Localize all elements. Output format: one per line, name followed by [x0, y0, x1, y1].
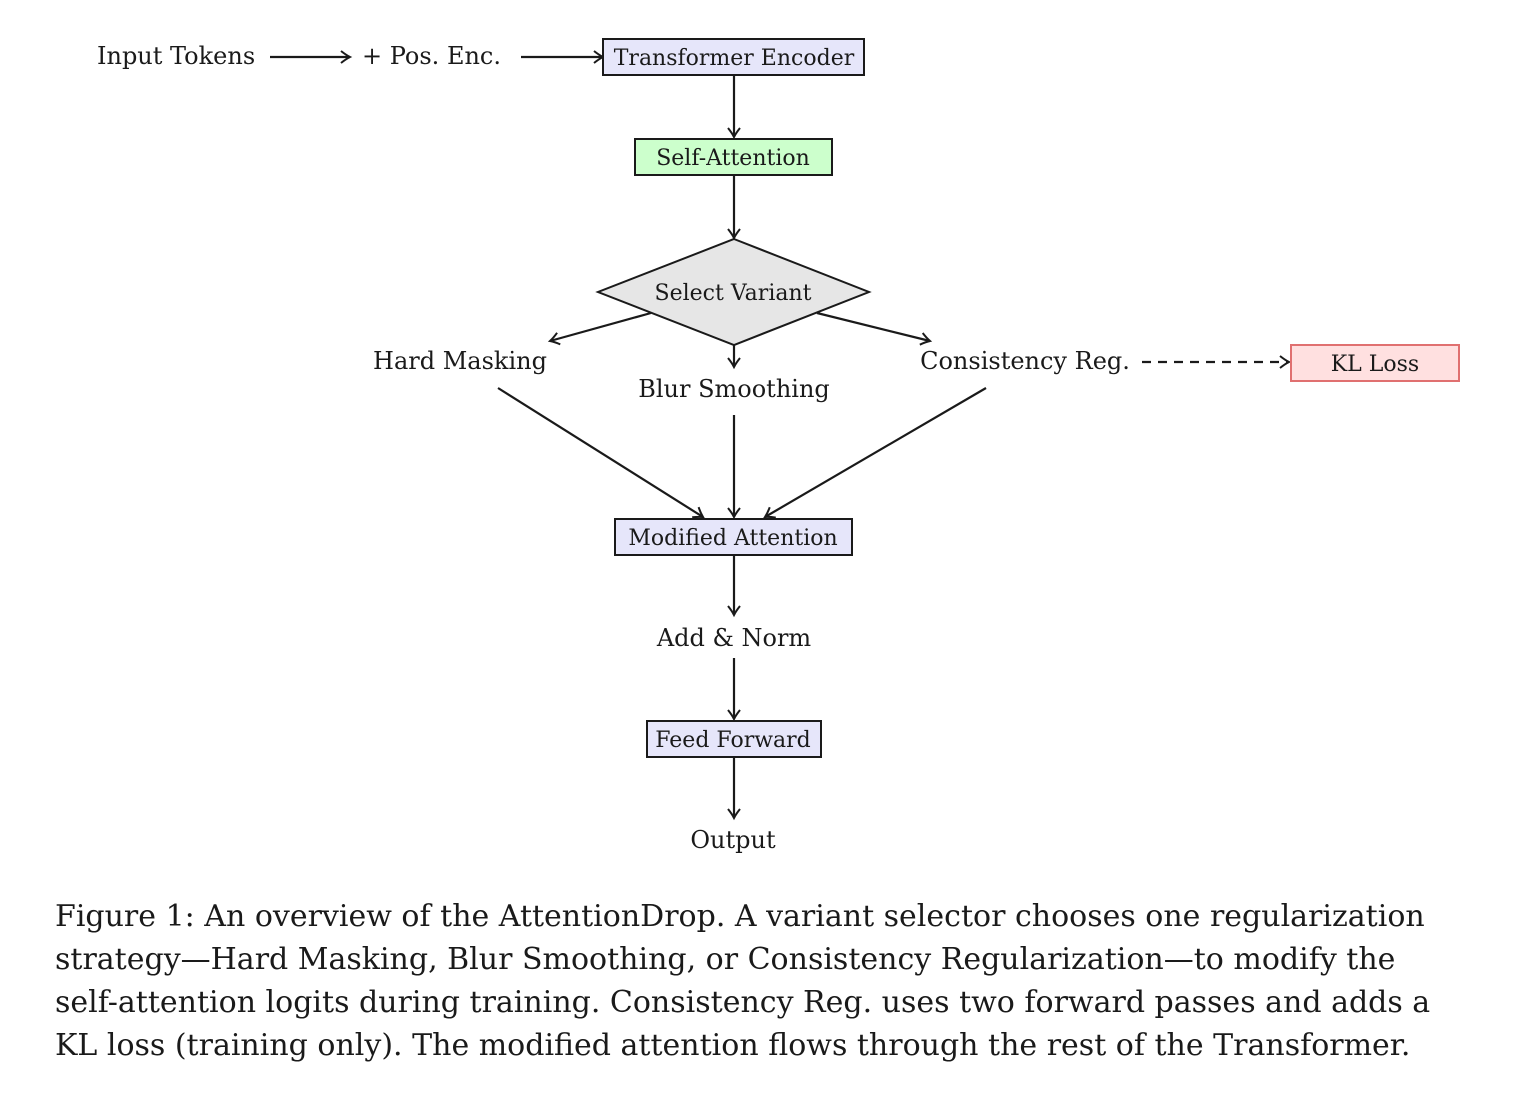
node-select-variant: Select Variant: [655, 281, 812, 306]
node-add-norm: Add & Norm: [656, 624, 812, 652]
node-kl-loss: KL Loss: [1331, 352, 1419, 377]
edge-consistency-to-modified: [763, 387, 987, 519]
attention-drop-diagram: Input Tokens + Pos. Enc. Transformer Enc…: [97, 38, 1460, 854]
node-feed-forward-box: [646, 720, 822, 758]
node-transformer-encoder: Transformer Encoder: [614, 46, 855, 71]
node-self-attention-box: [634, 138, 833, 176]
edge-select-to-hardmasking: [547, 311, 652, 346]
node-self-attention: Self-Attention: [656, 146, 810, 171]
caption-line: KL loss (training only). The modified at…: [55, 1028, 1411, 1063]
node-output: Output: [690, 826, 776, 854]
node-blur-smoothing: Blur Smoothing: [638, 375, 830, 403]
edge-select-to-consistency: [816, 311, 933, 346]
edge-hardmasking-to-modified: [497, 387, 705, 519]
node-pos-enc: + Pos. Enc.: [362, 42, 501, 70]
node-consistency-reg: Consistency Reg.: [920, 347, 1130, 375]
node-modified-attention: Modified Attention: [628, 526, 837, 551]
caption-line: Figure 1: An overview of the AttentionDr…: [55, 899, 1425, 934]
node-input-tokens: Input Tokens: [97, 42, 255, 70]
caption-line: self-attention logits during training. C…: [55, 985, 1431, 1020]
node-transformer-encoder-box: [602, 38, 865, 76]
figure-caption: Figure 1: An overview of the AttentionDr…: [55, 895, 1465, 1067]
node-kl-loss-box: [1290, 344, 1460, 382]
caption-line: strategy—Hard Masking, Blur Smoothing, o…: [55, 942, 1396, 977]
node-hard-masking: Hard Masking: [373, 347, 547, 375]
node-feed-forward: Feed Forward: [655, 728, 811, 753]
node-modified-attention-box: [614, 518, 853, 556]
node-select-variant-diamond: [595, 237, 872, 347]
